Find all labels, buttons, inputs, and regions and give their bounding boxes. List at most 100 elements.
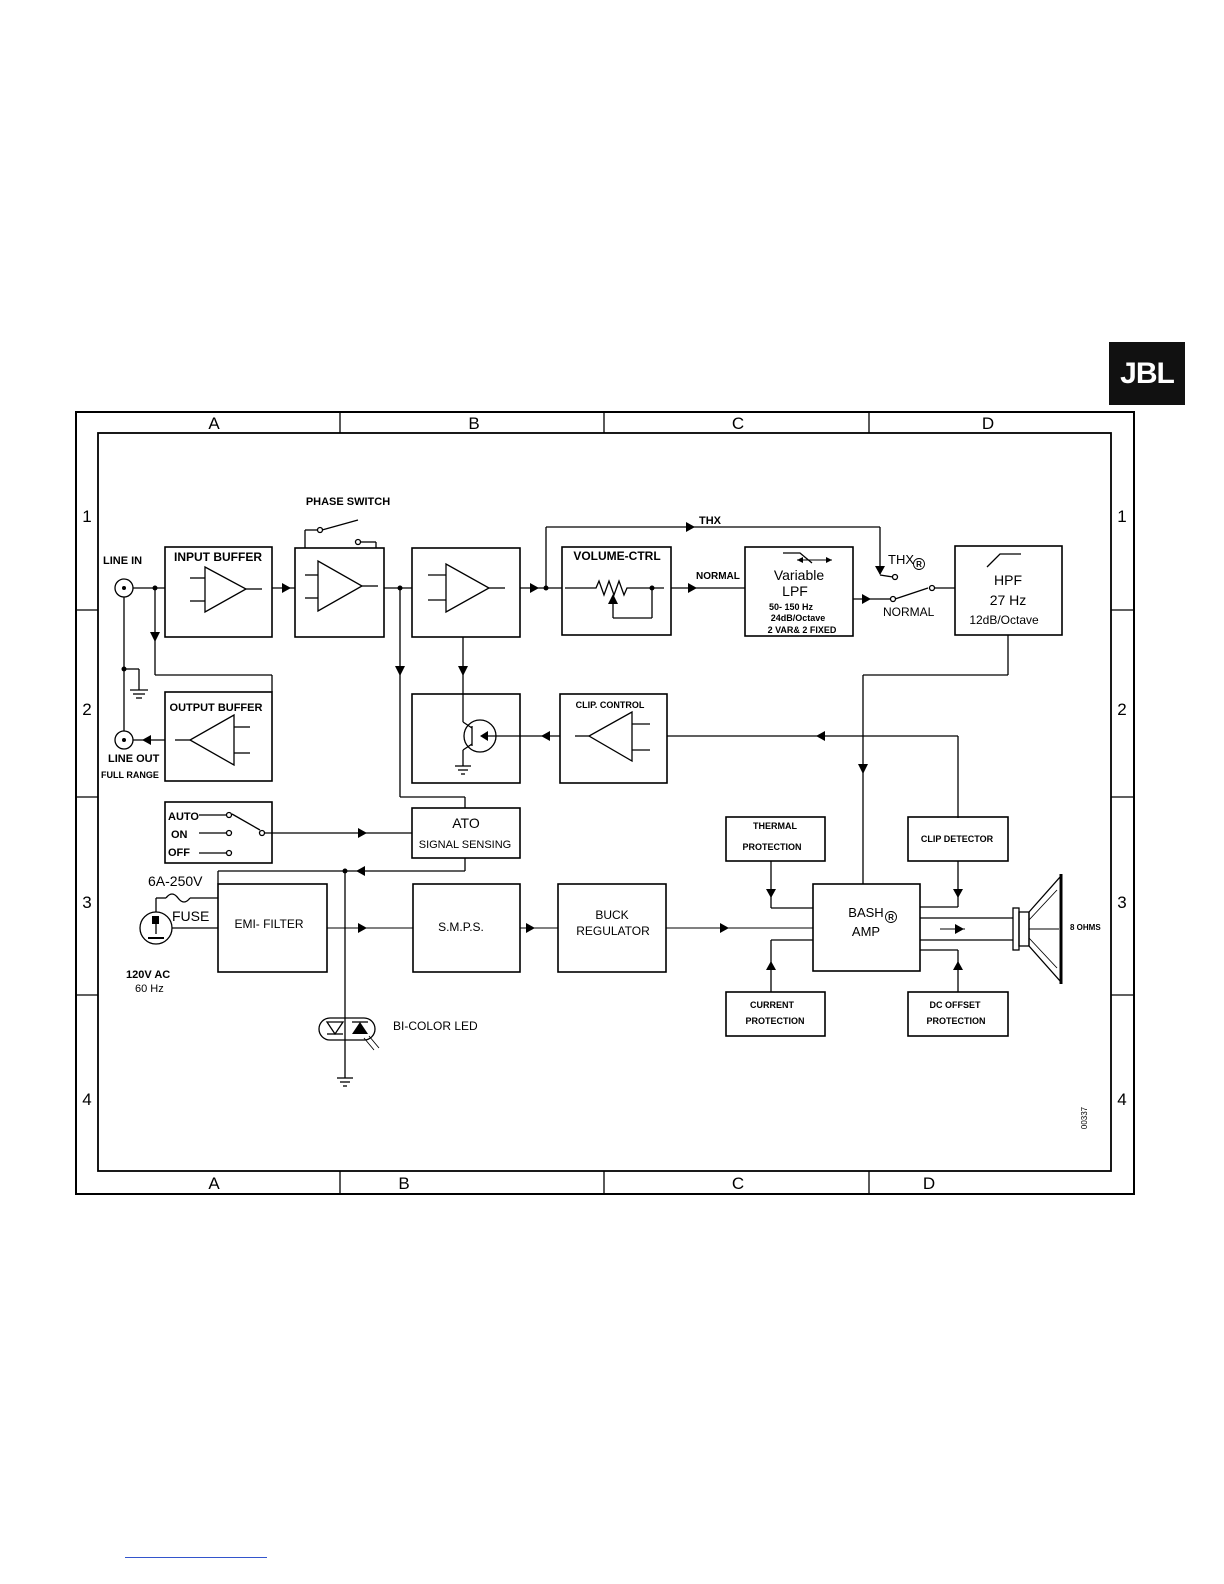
jbl-logo-text: JBL — [1120, 356, 1175, 390]
potentiometer-symbol — [565, 579, 664, 619]
line-out-label: LINE OUT — [108, 753, 160, 765]
thermal-label-1: THERMAL — [753, 821, 797, 831]
thx-normal-switch — [879, 573, 955, 603]
bottom-column-label-d: D — [923, 1174, 935, 1193]
normal-switch-label: NORMAL — [883, 605, 935, 619]
bash-registered-letter: R — [888, 913, 894, 922]
clip-feedback-path — [667, 731, 959, 818]
clip-detector-path — [920, 861, 963, 908]
bottom-column-label-b: B — [398, 1174, 409, 1193]
ac-plug-symbol — [139, 893, 218, 945]
input-buffer-label: INPUT BUFFER — [174, 550, 262, 564]
ato-label-2: SIGNAL SENSING — [419, 839, 512, 851]
current-label-2: PROTECTION — [745, 1016, 804, 1026]
off-label: OFF — [168, 847, 190, 859]
column-label-a: A — [208, 414, 220, 433]
bottom-column-label-a: A — [208, 1174, 220, 1193]
normal-path-label: NORMAL — [696, 571, 740, 582]
lpf-label-1: Variable — [774, 567, 825, 583]
thermal-label-2: PROTECTION — [742, 842, 801, 852]
volume-ctrl-block — [561, 546, 672, 636]
thx-registered-letter: R — [916, 560, 922, 569]
dc-offset-protection-block — [907, 991, 1009, 1037]
line-out-jack — [114, 730, 134, 750]
current-protection-block — [725, 991, 826, 1037]
row-label-1-right: 1 — [1117, 507, 1126, 526]
smps-block — [412, 883, 521, 973]
lpf-label-3: 50- 150 Hz — [769, 602, 814, 612]
row-label-3-left: 3 — [82, 893, 91, 912]
variable-lpf-block — [744, 546, 854, 637]
speaker-impedance-label: 8 OHMS — [1070, 923, 1101, 932]
row-label-2-left: 2 — [82, 700, 91, 719]
buck-label-2: REGULATOR — [576, 924, 650, 938]
clip-control-block — [559, 693, 668, 784]
emi-filter-label: EMI- FILTER — [234, 917, 303, 931]
input-buffer-amp-symbol — [190, 565, 262, 614]
input-buffer-block — [164, 546, 273, 638]
mode-switch-symbol — [199, 811, 412, 857]
drawing-frame — [75, 411, 1135, 1195]
fet-transistor-symbol — [455, 694, 560, 775]
hpf-label-3: 12dB/Octave — [969, 613, 1039, 627]
fuse-label: FUSE — [172, 908, 209, 924]
row-label-1-left: 1 — [82, 507, 91, 526]
row-label-2-right: 2 — [1117, 700, 1126, 719]
row-label-3-right: 3 — [1117, 893, 1126, 912]
bash-registered-mark: R — [885, 911, 897, 923]
on-label: ON — [171, 829, 188, 841]
driver-buffer-block — [411, 547, 521, 638]
ato-label-1: ATO — [452, 815, 480, 831]
driver-amp-symbol — [428, 562, 505, 614]
column-label-d: D — [982, 414, 994, 433]
lpf-label-2: LPF — [782, 583, 808, 599]
hpf-curve-icon — [986, 553, 1021, 568]
auto-label: AUTO — [168, 811, 199, 823]
hpf-label-1: HPF — [994, 572, 1022, 588]
volume-ctrl-label: VOLUME-CTRL — [573, 549, 660, 563]
column-label-b: B — [468, 414, 479, 433]
thx-path-label: THX — [699, 515, 722, 527]
speaker-icon — [1012, 874, 1063, 984]
mute-fet-block — [411, 693, 521, 784]
output-buffer-amp-symbol — [175, 713, 250, 767]
bash-label-1: BASH — [848, 905, 883, 920]
dc-offset-label-1: DC OFFSET — [930, 1000, 982, 1010]
clip-detector-label: CLIP DETECTOR — [921, 834, 994, 844]
current-label-1: CURRENT — [750, 1000, 795, 1010]
bash-label-2: AMP — [852, 924, 880, 939]
phase-amp-symbol — [305, 559, 378, 613]
phase-buffer-block — [294, 547, 385, 638]
thermal-protection-block — [725, 816, 826, 862]
line-in-label: LINE IN — [103, 555, 142, 567]
output-buffer-label: OUTPUT BUFFER — [170, 702, 263, 714]
lpf-curve-icon — [783, 552, 832, 564]
phase-switch-label: PHASE SWITCH — [306, 496, 390, 508]
row-label-4-left: 4 — [82, 1090, 91, 1109]
thx-switch-label: THX — [888, 552, 914, 567]
row-label-4-right: 4 — [1117, 1090, 1126, 1109]
column-label-c: C — [732, 414, 744, 433]
buck-regulator-block — [557, 883, 667, 973]
dc-offset-path — [920, 949, 963, 992]
thermal-to-amp-path — [766, 861, 813, 909]
hpf-label-2: 27 Hz — [990, 592, 1027, 608]
bicolor-led-symbol — [318, 1017, 380, 1087]
clip-control-amp-symbol — [575, 710, 650, 763]
full-range-label: FULL RANGE — [101, 770, 159, 780]
ac-label-2: 60 Hz — [135, 983, 164, 995]
ato-signal-sensing-block — [411, 807, 521, 859]
power-chain-path — [327, 871, 813, 1018]
drawing-number: 00337 — [1080, 1106, 1089, 1129]
ato-to-power-path — [217, 858, 466, 884]
output-buffer-block — [164, 691, 273, 782]
bash-amp-block — [812, 883, 921, 972]
footer-link-underline — [125, 1557, 267, 1558]
dc-offset-label-2: PROTECTION — [926, 1016, 985, 1026]
signal-taps — [395, 588, 468, 808]
ac-label-1: 120V AC — [126, 969, 170, 981]
current-to-amp-path — [766, 939, 813, 992]
hpf-to-amp-path — [858, 635, 1009, 884]
smps-label: S.M.P.S. — [438, 920, 484, 934]
